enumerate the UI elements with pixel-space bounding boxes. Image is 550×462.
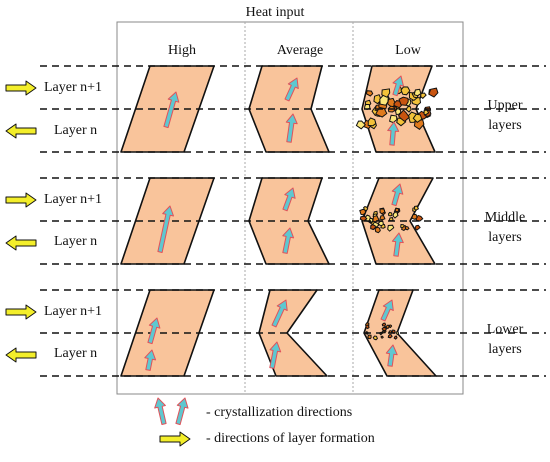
layer-band-middle-low bbox=[361, 177, 436, 265]
label-layer-n1-middle: Layer n+1 bbox=[44, 192, 103, 207]
grain-structures bbox=[355, 86, 439, 341]
row-label-upper-line1: Upper bbox=[487, 98, 523, 113]
label-layer-n1-lower: Layer n+1 bbox=[44, 304, 103, 319]
grain bbox=[387, 211, 393, 217]
grain bbox=[394, 207, 400, 213]
formation-arrow-upper-n bbox=[5, 123, 37, 139]
grain bbox=[374, 226, 381, 234]
column-header-low: Low bbox=[395, 43, 421, 58]
grain bbox=[367, 117, 377, 127]
table-frame bbox=[116, 21, 464, 395]
crystal-arrow-high-upper bbox=[163, 91, 180, 129]
row-label-lower-line1: Lower bbox=[486, 322, 524, 337]
grain bbox=[363, 206, 369, 212]
grain bbox=[400, 86, 411, 96]
row-label-lower-line2: layers bbox=[488, 342, 522, 357]
crystal-arrow-average-upper-b bbox=[285, 113, 298, 143]
crystal-arrow-average-middle-b bbox=[282, 227, 295, 254]
crystal-arrow-low-upper-a bbox=[392, 75, 404, 97]
grain bbox=[382, 330, 385, 334]
crystal-arrow-low-lower-b bbox=[385, 344, 398, 367]
grain bbox=[392, 210, 399, 219]
grain bbox=[370, 224, 377, 231]
grain bbox=[387, 224, 395, 232]
grain bbox=[379, 214, 386, 221]
crystal-arrow-average-upper-a bbox=[284, 77, 299, 102]
grain bbox=[413, 88, 422, 97]
grain bbox=[395, 331, 400, 336]
crystal-arrow-low-middle-b bbox=[391, 232, 404, 257]
grain bbox=[365, 90, 374, 97]
grain bbox=[387, 333, 393, 339]
formation-arrow-lower-n bbox=[5, 347, 37, 363]
grain bbox=[355, 120, 367, 130]
grain bbox=[379, 208, 386, 215]
formation-arrow-lower-n1 bbox=[5, 304, 37, 320]
heat-input-title: Heat input bbox=[245, 5, 305, 20]
crystal-arrow-low-lower-a bbox=[380, 299, 394, 322]
row-label-middle: Middle layers bbox=[470, 208, 540, 248]
crystal-arrow-average-middle-a bbox=[282, 187, 296, 212]
grain-cluster-lower bbox=[364, 322, 400, 341]
crystallization-arrows bbox=[144, 75, 404, 371]
formation-arrow-middle-n bbox=[5, 235, 37, 251]
formation-arrows bbox=[5, 80, 37, 363]
label-layer-n1-upper: Layer n+1 bbox=[44, 80, 103, 95]
grain-cluster-upper bbox=[355, 86, 439, 130]
grain bbox=[414, 205, 420, 211]
row-label-middle-line2: layers bbox=[488, 230, 522, 245]
row-label-lower: Lower layers bbox=[470, 320, 540, 360]
grain bbox=[380, 335, 384, 339]
legend-crystal-arrow-right bbox=[175, 397, 189, 426]
crystal-arrow-low-upper-b bbox=[387, 121, 400, 146]
grain bbox=[428, 87, 439, 98]
grain bbox=[393, 100, 402, 109]
crystal-arrow-high-lower-b bbox=[144, 349, 157, 371]
grain bbox=[372, 335, 378, 341]
crystal-arrow-average-lower-b bbox=[269, 341, 282, 369]
grain bbox=[374, 107, 388, 118]
grain bbox=[404, 225, 410, 231]
column-header-high: High bbox=[168, 43, 196, 58]
formation-arrow-upper-n1 bbox=[5, 80, 37, 96]
legend-crystallization-text: - crystallization directions bbox=[206, 405, 353, 420]
grain bbox=[367, 334, 372, 340]
row-label-upper: Upper layers bbox=[470, 96, 540, 136]
crystal-arrow-high-lower-a bbox=[147, 317, 161, 345]
legend-formation-text: - directions of layer formation bbox=[206, 431, 375, 446]
grain bbox=[381, 88, 391, 98]
legend-crystal-arrow-left bbox=[154, 397, 167, 425]
grain bbox=[414, 224, 421, 231]
column-header-average: Average bbox=[276, 43, 324, 58]
grain bbox=[388, 324, 393, 329]
legend-arrows bbox=[154, 397, 191, 447]
grain bbox=[397, 109, 410, 123]
grain bbox=[420, 92, 427, 99]
grain bbox=[398, 96, 409, 106]
grain bbox=[385, 324, 390, 330]
grain bbox=[365, 324, 370, 330]
crystal-arrow-average-lower-a bbox=[271, 299, 288, 328]
label-layer-n-middle: Layer n bbox=[54, 234, 98, 249]
crystal-arrow-low-middle-a bbox=[391, 183, 404, 207]
grain bbox=[394, 107, 402, 116]
grain bbox=[423, 109, 430, 116]
label-layer-n-upper: Layer n bbox=[54, 123, 98, 138]
legend-formation-arrow bbox=[159, 431, 191, 447]
grain bbox=[393, 335, 398, 340]
crystal-arrow-high-middle bbox=[157, 205, 174, 253]
label-layer-n-lower: Layer n bbox=[54, 346, 98, 361]
grain bbox=[412, 113, 423, 123]
grain bbox=[411, 213, 418, 220]
row-label-middle-line1: Middle bbox=[484, 210, 526, 225]
layer-boundaries bbox=[40, 65, 546, 377]
grain bbox=[400, 223, 406, 229]
row-label-upper-line2: layers bbox=[488, 118, 522, 133]
formation-arrow-middle-n1 bbox=[5, 192, 37, 208]
grain bbox=[379, 94, 389, 106]
grain bbox=[381, 322, 387, 327]
